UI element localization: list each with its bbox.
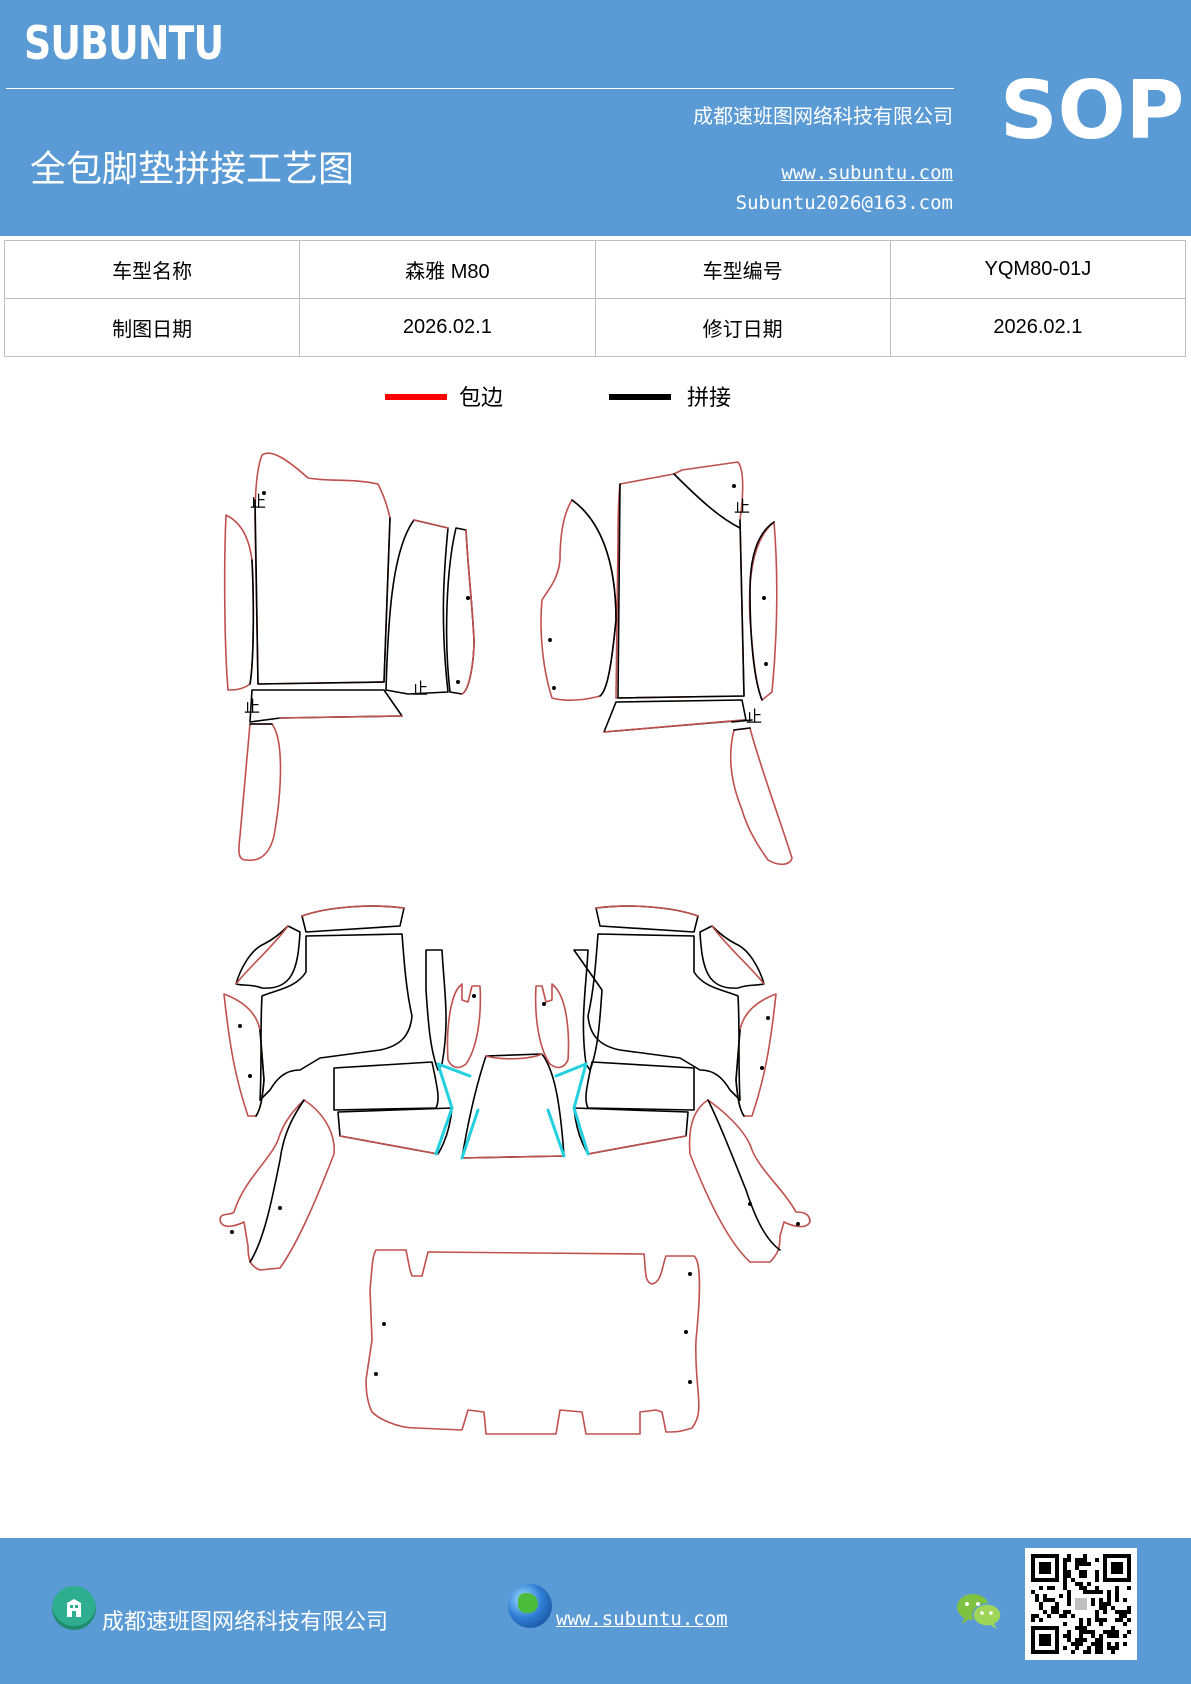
page-title: 全包脚垫拼接工艺图	[30, 149, 355, 190]
rear-mat	[365, 1249, 701, 1435]
front-left-mat-set: 止 止 止	[223, 452, 475, 861]
model-name-label: 车型名称	[3, 240, 301, 299]
draw-date-label: 制图日期	[3, 298, 301, 357]
wechat-icon[interactable]	[956, 1592, 1002, 1630]
stop-mark: 止	[734, 497, 750, 516]
footer-company: 成都速班图网络科技有限公司	[102, 1610, 389, 1635]
globe-icon	[508, 1584, 552, 1628]
footer-website-link[interactable]: www.subuntu.com	[556, 1608, 728, 1630]
brand-logo: SUBUNTU	[24, 16, 224, 70]
legend-swatch-seam	[609, 394, 671, 400]
draw-date-value: 2026.02.1	[299, 298, 596, 357]
legend-swatch-edge	[385, 394, 447, 400]
qr-code	[1025, 1548, 1137, 1660]
front-right-mat-set: 止 止	[540, 461, 793, 866]
stop-mark: 止	[746, 707, 762, 726]
legend: 包边 拼接	[0, 380, 1191, 420]
header-divider	[6, 88, 954, 89]
vehicle-info-table: 车型名称 森雅 M80 车型编号 YQM80-01J 制图日期 2026.02.…	[3, 240, 1187, 357]
legend-label-seam: 拼接	[687, 386, 732, 411]
header-email: Subuntu2026@163.com	[735, 192, 953, 214]
stop-mark: 止	[412, 679, 428, 698]
model-code-value: YQM80-01J	[889, 240, 1187, 299]
revise-date-label: 修订日期	[594, 298, 891, 357]
table-row: 制图日期 2026.02.1 修订日期 2026.02.1	[3, 298, 1187, 357]
qr-code-pattern	[1031, 1554, 1131, 1654]
table-row: 车型名称 森雅 M80 车型编号 YQM80-01J	[3, 240, 1187, 299]
revise-date-value: 2026.02.1	[889, 298, 1187, 357]
sop-badge: SOP	[1000, 64, 1185, 157]
header-website-link[interactable]: www.subuntu.com	[781, 162, 953, 184]
model-name-value: 森雅 M80	[299, 240, 596, 299]
legend-label-edge: 包边	[459, 386, 504, 411]
second-row-mat-set	[219, 905, 811, 1271]
stop-mark: 止	[250, 492, 266, 511]
header-company: 成都速班图网络科技有限公司	[693, 104, 953, 128]
footer-banner: 成都速班图网络科技有限公司 www.subuntu.com	[0, 1538, 1191, 1684]
stop-mark: 止	[244, 697, 260, 716]
building-icon	[52, 1586, 96, 1630]
model-code-label: 车型编号	[594, 240, 891, 299]
header-banner: SUBUNTU 成都速班图网络科技有限公司 全包脚垫拼接工艺图 www.subu…	[0, 0, 1191, 236]
